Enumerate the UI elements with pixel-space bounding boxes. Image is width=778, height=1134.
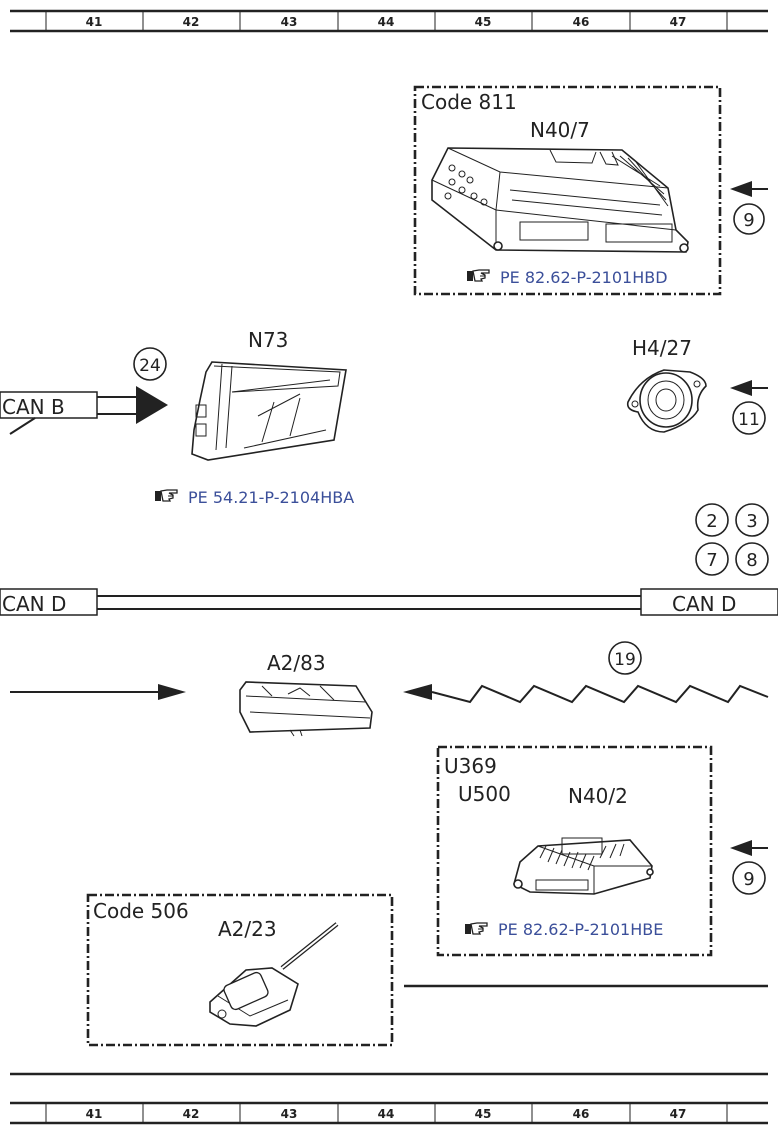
n73-label: N73	[248, 328, 288, 352]
circle-7: 7	[695, 542, 729, 576]
code-506-box	[86, 893, 394, 1047]
arrow-to-11	[730, 380, 768, 396]
svg-text:7: 7	[706, 550, 717, 571]
code-506-label: Code 506	[93, 899, 189, 923]
svg-text:2: 2	[706, 511, 717, 532]
ruler-top-44: 44	[378, 15, 395, 29]
pointing-hand-icon	[154, 489, 178, 502]
ruler-bottom-45: 45	[475, 1107, 492, 1121]
circle-2: 2	[695, 503, 729, 537]
arrow-to-9-bottom	[730, 840, 768, 856]
n73-module-icon	[191, 361, 347, 461]
bottom-ruler: 41 42 43 44 45 46 47	[10, 1072, 768, 1125]
arrow-to-9-top	[730, 181, 768, 197]
ruler-bottom-47: 47	[670, 1107, 687, 1121]
circle-11: 11	[732, 401, 766, 435]
ruler-bottom-41: 41	[86, 1107, 103, 1121]
u369-box	[436, 745, 713, 957]
svg-text:24: 24	[139, 356, 161, 376]
can-b-connector: CAN B	[0, 386, 168, 435]
u369-label: U369	[444, 754, 497, 778]
circle-3: 3	[735, 503, 769, 537]
ruler-bottom-44: 44	[378, 1107, 395, 1121]
antenna-icon	[209, 922, 339, 1027]
top-ruler: 41 42 43 44 45 46 47	[10, 9, 768, 33]
a2-83-label: A2/83	[267, 651, 326, 675]
a2-83-module-icon	[239, 681, 373, 737]
u500-label: U500	[458, 782, 511, 806]
ruler-bottom-42: 42	[183, 1107, 200, 1121]
pointing-hand-icon	[464, 922, 488, 935]
svg-text:9: 9	[743, 210, 754, 231]
can-d-left-label: CAN D	[2, 592, 66, 616]
circle-8: 8	[735, 542, 769, 576]
n40-2-group: U369 U500 N40/2 PE 82.62-P-2101HBE	[436, 745, 713, 957]
n40-7-label: N40/7	[530, 118, 590, 142]
svg-text:3: 3	[746, 511, 757, 532]
n40-2-label: N40/2	[568, 784, 628, 808]
n40-7-reference[interactable]: PE 82.62-P-2101HBD	[500, 268, 668, 287]
svg-text:19: 19	[614, 650, 636, 670]
n40-7-group: Code 811 N40/7 PE 82.62-P-2101HBD	[413, 85, 722, 296]
svg-text:8: 8	[746, 550, 757, 571]
h4-27-label: H4/27	[632, 336, 692, 360]
n40-7-module-icon	[431, 147, 689, 253]
n40-2-reference[interactable]: PE 82.62-P-2101HBE	[498, 920, 663, 939]
code-811-label: Code 811	[421, 90, 517, 114]
arrow-left-to-a2-83	[10, 684, 186, 700]
a2-23-label: A2/23	[218, 917, 277, 941]
ruler-top-43: 43	[281, 15, 298, 29]
can-d-bus: CAN D CAN D	[0, 588, 778, 616]
n73-reference[interactable]: PE 54.21-P-2104HBA	[188, 488, 354, 507]
ruler-top-46: 46	[573, 15, 590, 29]
can-d-right-label: CAN D	[672, 592, 736, 616]
svg-text:11: 11	[738, 410, 760, 430]
circle-9-top: 9	[733, 203, 765, 235]
ruler-top-45: 45	[475, 15, 492, 29]
ruler-bottom-46: 46	[573, 1107, 590, 1121]
ruler-top-41: 41	[86, 15, 103, 29]
can-b-label: CAN B	[2, 395, 65, 419]
svg-text:9: 9	[743, 869, 754, 890]
pointing-hand-icon	[466, 269, 490, 282]
speaker-icon	[626, 369, 707, 433]
circle-9-bottom: 9	[732, 861, 766, 895]
a2-23-group: Code 506 A2/23	[86, 893, 394, 1047]
circle-19: 19	[608, 641, 642, 675]
radio-link	[403, 684, 769, 704]
ruler-top-47: 47	[670, 15, 687, 29]
code-811-box	[413, 85, 722, 296]
ruler-bottom-43: 43	[281, 1107, 298, 1121]
circle-24: 24	[133, 347, 167, 381]
n40-2-module-icon	[513, 837, 654, 895]
ruler-top-42: 42	[183, 15, 200, 29]
